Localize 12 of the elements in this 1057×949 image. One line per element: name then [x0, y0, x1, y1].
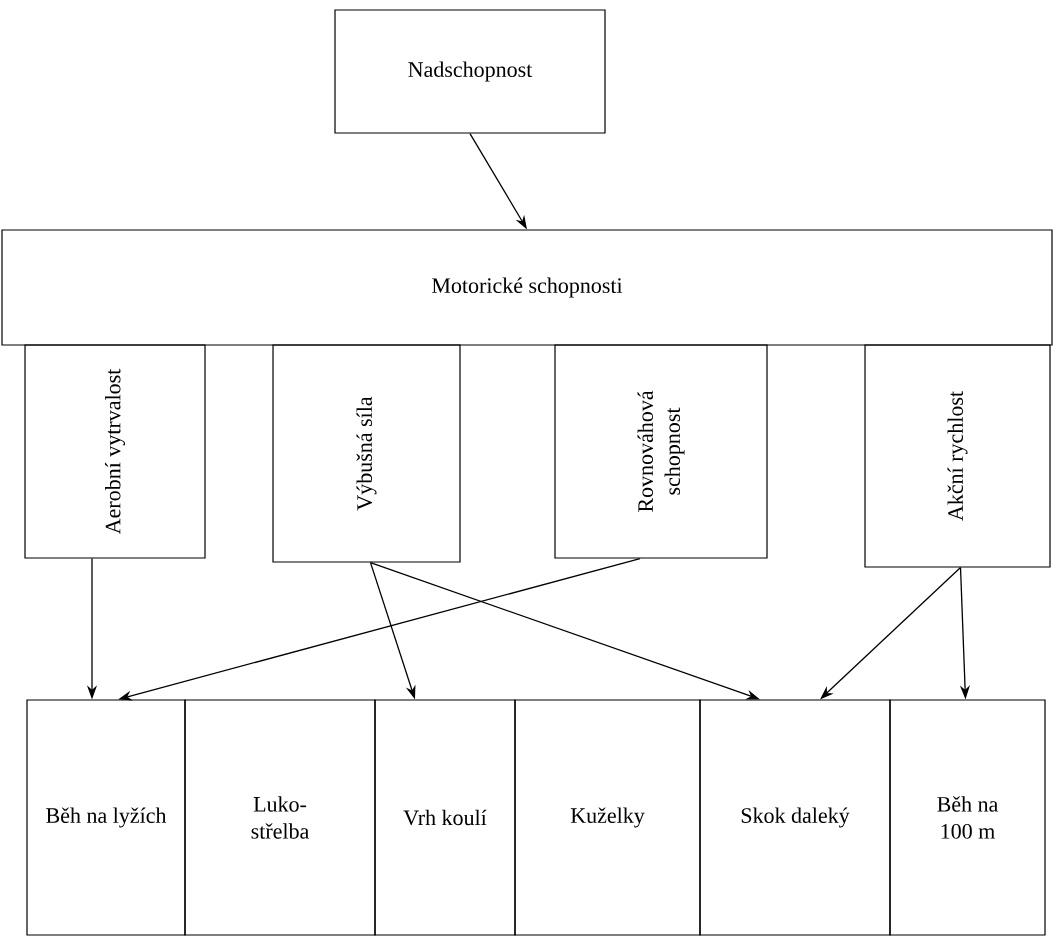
ability-box: Aerobní vytrvalost: [24, 344, 206, 559]
sport-box: Běh na lyžích: [26, 699, 186, 936]
sport-box: Kuželky: [514, 699, 701, 936]
ability-box: Rovnováhová schopnost: [554, 344, 768, 559]
ability-box: Výbušná síla: [272, 344, 461, 563]
sport-box: Luko-střelba: [184, 699, 376, 936]
sport-box: Skok daleký: [699, 699, 891, 936]
sport-box: Běh na 100 m: [889, 699, 1046, 936]
box: Nadschopnost: [334, 9, 606, 134]
ability-box: Akční rychlost: [864, 344, 1051, 568]
sport-box: Vrh koulí: [374, 699, 516, 936]
category-box: Motorické schopnosti: [1, 229, 1053, 346]
